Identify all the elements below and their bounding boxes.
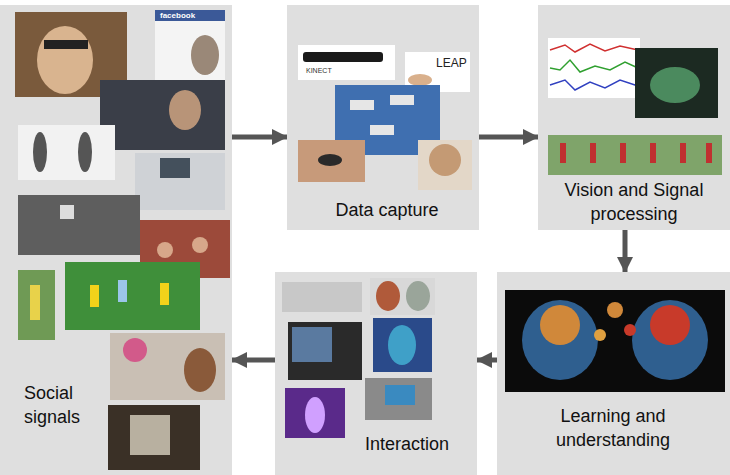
- stage-title: Learning and understanding: [533, 404, 693, 452]
- stage-title: Data capture: [291, 198, 483, 222]
- stage-panel: Vision and Signal processing: [538, 5, 730, 230]
- stage-panel: Interaction: [275, 272, 477, 475]
- photo-text: facebook: [160, 12, 195, 20]
- photo-text: KINECT: [306, 67, 332, 74]
- flow-arrow: [477, 358, 497, 363]
- flow-arrow: [232, 358, 275, 363]
- stage-title: Interaction: [347, 432, 467, 456]
- stage-title: Vision and Signal processing: [544, 178, 724, 226]
- flow-arrow: [623, 230, 628, 272]
- flow-arrow: [232, 135, 287, 140]
- stage-title: Social signals: [24, 381, 104, 429]
- stage-panel: Learning and understanding: [497, 272, 730, 475]
- photo-text: LEAP: [436, 57, 467, 69]
- stage-panel: Social signals: [0, 5, 232, 475]
- flow-arrow: [479, 135, 538, 140]
- stage-panel: Data capture: [287, 5, 479, 230]
